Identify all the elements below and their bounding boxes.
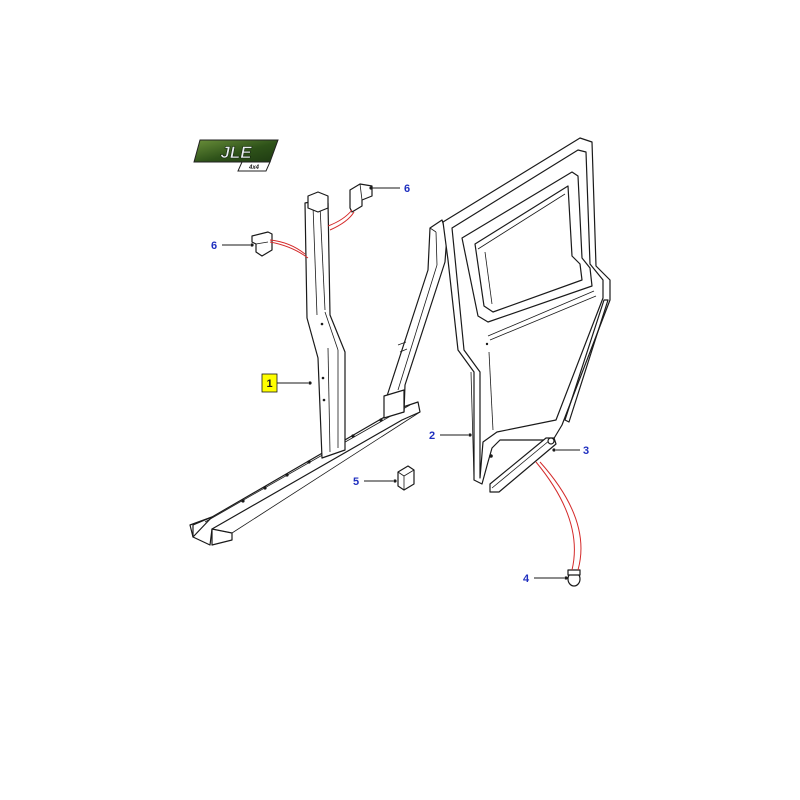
door-assembly — [442, 137, 611, 485]
brand-logo: JLE 4x4 — [193, 139, 279, 172]
callout-6b-label: 6 — [211, 240, 217, 252]
sill-clip — [567, 569, 581, 587]
callout-1-label: 1 — [266, 378, 272, 390]
callout-6-upper[interactable]: 6 — [369, 183, 410, 195]
callout-2-label: 2 — [429, 430, 435, 442]
bracket-upper — [349, 183, 373, 213]
callout-5-label: 5 — [353, 476, 359, 488]
logo-brand: JLE — [220, 143, 252, 162]
callout-1[interactable]: 1 — [261, 373, 312, 393]
rubber-block — [397, 465, 415, 491]
logo-sub: 4x4 — [248, 165, 260, 171]
body-side-frame — [189, 191, 448, 546]
callout-6-left[interactable]: 6 — [211, 240, 254, 252]
door-sill-strip — [489, 437, 557, 493]
callout-3[interactable]: 3 — [552, 445, 589, 457]
callout-4[interactable]: 4 — [523, 573, 568, 585]
callout-3-label: 3 — [583, 445, 589, 457]
red-leaders — [269, 209, 582, 571]
callout-5[interactable]: 5 — [353, 476, 397, 488]
callout-6a-label: 6 — [404, 183, 410, 195]
callout-2[interactable]: 2 — [429, 430, 472, 442]
bracket-left — [251, 231, 273, 257]
callout-4-label: 4 — [523, 573, 530, 585]
